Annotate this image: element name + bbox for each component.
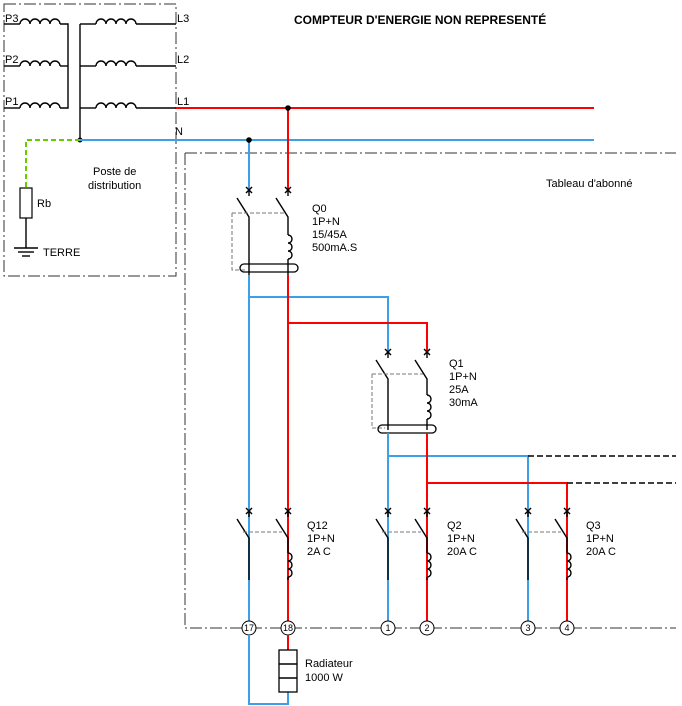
primary-label-p3: P3 bbox=[5, 13, 18, 25]
primary-label-p2: P2 bbox=[5, 54, 18, 66]
svg-text:17: 17 bbox=[244, 623, 254, 633]
breaker-q12-poles: 1P+N bbox=[307, 533, 335, 545]
subscriber-board-frame bbox=[184, 152, 676, 629]
secondary-label-l2: L2 bbox=[177, 54, 189, 66]
svg-text:18: 18 bbox=[283, 623, 293, 633]
breaker-q3-poles: 1P+N bbox=[586, 533, 614, 545]
radiator-label: Radiateur bbox=[305, 658, 353, 670]
breaker-q0-sensitivity: 500mA.S bbox=[312, 242, 357, 254]
svg-text:1: 1 bbox=[385, 623, 390, 633]
breaker-q3: Q3 1P+N 20A C bbox=[515, 507, 616, 580]
secondary-label-l3: L3 bbox=[177, 13, 189, 25]
breaker-q0-label: Q0 bbox=[312, 203, 327, 215]
terminal-3: 3 bbox=[520, 620, 536, 636]
board-label: Tableau d'abonné bbox=[546, 178, 633, 190]
breaker-q0: Q0 1P+N 15/45A 500mA.S bbox=[231, 186, 357, 275]
breaker-q12-label: Q12 bbox=[307, 520, 328, 532]
earth-resistor-label: Rb bbox=[37, 198, 51, 210]
svg-text:3: 3 bbox=[525, 623, 530, 633]
terminal-17: 17 bbox=[241, 620, 257, 636]
terminal-block: 17 18 1 2 3 4 bbox=[241, 620, 575, 636]
earth-resistor bbox=[19, 187, 33, 219]
terminal-1: 1 bbox=[380, 620, 396, 636]
terminal-2: 2 bbox=[419, 620, 435, 636]
breaker-q1-rating: 25A bbox=[449, 384, 469, 396]
breaker-q12-rating: 2A C bbox=[307, 546, 331, 558]
svg-text:2: 2 bbox=[424, 623, 429, 633]
primary-label-p1: P1 bbox=[5, 96, 18, 108]
breaker-q3-label: Q3 bbox=[586, 520, 601, 532]
breaker-q2-poles: 1P+N bbox=[447, 533, 475, 545]
distribution-station: P3 P2 P1 L3 L2 L1 N Poste de distributio… bbox=[3, 3, 189, 277]
breaker-q1: Q1 1P+N 25A 30mA bbox=[371, 348, 478, 434]
radiator-power: 1000 W bbox=[305, 672, 344, 684]
breaker-q12: Q12 1P+N 2A C bbox=[236, 507, 335, 580]
station-label-line2: distribution bbox=[88, 180, 141, 192]
terminal-18: 18 bbox=[280, 620, 296, 636]
breaker-q0-rating: 15/45A bbox=[312, 229, 348, 241]
svg-text:4: 4 bbox=[564, 623, 569, 633]
breaker-q3-rating: 20A C bbox=[586, 546, 616, 558]
secondary-label-l1: L1 bbox=[177, 96, 189, 108]
breaker-q2-rating: 20A C bbox=[447, 546, 477, 558]
radiator-load: Radiateur 1000 W bbox=[278, 649, 353, 693]
diagram-title: COMPTEUR D'ENERGIE NON REPRESENTÉ bbox=[294, 12, 546, 27]
breaker-q2: Q2 1P+N 20A C bbox=[375, 507, 477, 580]
neutral-label: N bbox=[175, 126, 183, 138]
breaker-q0-poles: 1P+N bbox=[312, 216, 340, 228]
terminal-4: 4 bbox=[559, 620, 575, 636]
breaker-q1-sensitivity: 30mA bbox=[449, 397, 478, 409]
earth-label: TERRE bbox=[43, 247, 80, 259]
breaker-q2-label: Q2 bbox=[447, 520, 462, 532]
breaker-q1-poles: 1P+N bbox=[449, 371, 477, 383]
station-label-line1: Poste de bbox=[93, 166, 136, 178]
breaker-q1-label: Q1 bbox=[449, 358, 464, 370]
earth-icon bbox=[14, 247, 38, 257]
